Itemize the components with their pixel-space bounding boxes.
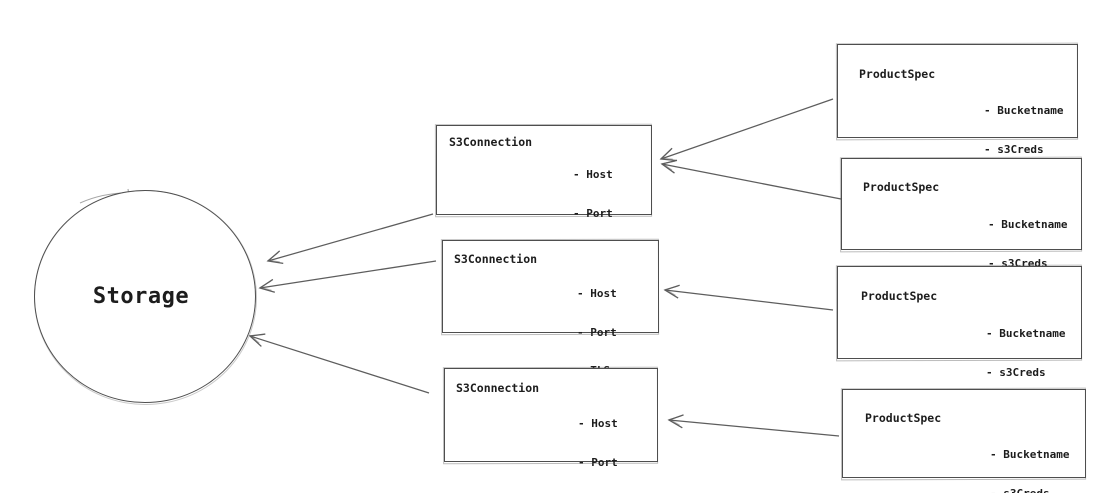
attribute-host: - Host xyxy=(578,417,618,430)
attribute-port: - Port xyxy=(578,455,618,469)
attribute-s3creds: - s3Creds xyxy=(986,366,1046,379)
s3connection-node-title: S3Connection xyxy=(454,252,538,266)
productspec-attribute-list: - Bucketname - s3Creds xyxy=(990,422,1069,493)
attribute-s3creds: - s3Creds xyxy=(990,487,1069,493)
productspec-attribute-list: - Bucketname - s3Creds xyxy=(986,301,1065,405)
productspec-node-title: ProductSpec xyxy=(863,180,940,194)
productspec-node-1: ProductSpec - Bucketname - s3Creds xyxy=(837,44,1078,156)
attribute-port: - Port xyxy=(577,325,617,339)
arrow-productspec3-to-s3connection2 xyxy=(663,284,834,311)
attribute-bucketname: - Bucketname xyxy=(988,218,1068,231)
productspec-attribute-list: - Bucketname - s3Creds xyxy=(984,78,1063,182)
productspec-node-2: ProductSpec - Bucketname - s3Creds xyxy=(841,158,1082,270)
s3connection-node-3: S3Connection - Host - Port - TLS xyxy=(444,368,658,468)
s3connection-attribute-list: - Host - Port - TLS xyxy=(578,392,618,493)
attribute-host: - Host xyxy=(573,168,613,181)
attribute-bucketname: - Bucketname xyxy=(986,327,1066,340)
storage-node-label: Storage xyxy=(92,284,190,309)
productspec-node-title: ProductSpec xyxy=(865,411,942,425)
s3connection-node-1: S3Connection - Host - Port - TLS xyxy=(436,125,652,258)
s3connection-node-2: S3Connection - Host - Port - TLS xyxy=(442,240,659,377)
arrow-productspec1-to-s3connection1 xyxy=(659,98,834,162)
arrow-s3connection3-to-storage xyxy=(248,333,430,394)
productspec-node-title: ProductSpec xyxy=(861,289,938,303)
productspec-node-3: ProductSpec - Bucketname - s3Creds xyxy=(837,266,1082,379)
attribute-port: - Port xyxy=(573,206,613,220)
attribute-s3creds: - s3Creds xyxy=(984,143,1044,156)
s3connection-node-title: S3Connection xyxy=(456,381,540,395)
arrow-s3connection1-to-storage xyxy=(266,213,434,265)
arrow-productspec4-to-s3connection3 xyxy=(667,414,840,437)
attribute-bucketname: - Bucketname xyxy=(990,448,1070,461)
productspec-node-title: ProductSpec xyxy=(859,67,936,81)
storage-node: Storage xyxy=(34,190,256,403)
attribute-host: - Host xyxy=(577,287,617,300)
arrow-productspec2-to-s3connection1 xyxy=(660,159,842,200)
productspec-node-4: ProductSpec - Bucketname - s3Creds xyxy=(842,389,1086,493)
s3connection-node-title: S3Connection xyxy=(449,135,533,149)
attribute-bucketname: - Bucketname xyxy=(984,104,1064,117)
arrow-s3connection2-to-storage xyxy=(258,260,437,293)
